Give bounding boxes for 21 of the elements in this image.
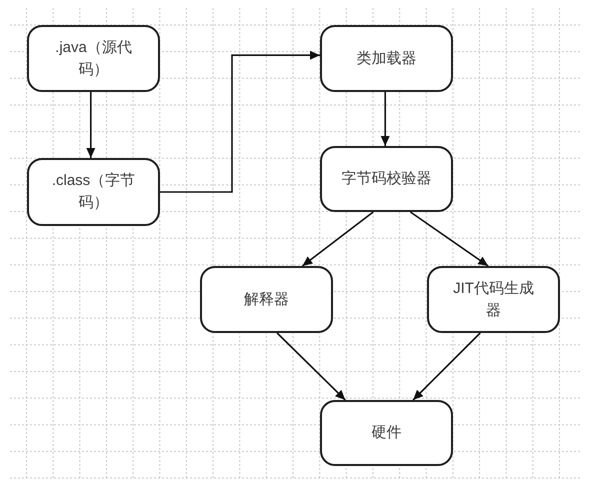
arrow (302, 211, 374, 267)
box-label: 硬件 (372, 423, 402, 443)
arrow (276, 332, 346, 401)
arrow (160, 50, 320, 193)
box-label: 解释器 (244, 290, 289, 310)
arrow (380, 92, 390, 146)
rounded-box (27, 158, 160, 226)
arrow (86, 92, 96, 158)
box-label: 字节码校验器 (342, 169, 432, 189)
box-label: .java（源代码） (54, 38, 133, 80)
rounded-box (200, 266, 333, 333)
arrow (412, 332, 481, 401)
box-label: 类加载器 (356, 48, 416, 68)
box-label: .class（字节码） (50, 171, 136, 213)
rounded-box (427, 266, 560, 333)
arrow (410, 211, 489, 267)
rounded-box (320, 400, 453, 466)
rounded-box (320, 146, 453, 212)
rounded-box (27, 25, 160, 92)
rounded-box (320, 25, 453, 92)
box-label: JIT代码生成器 (452, 278, 535, 320)
